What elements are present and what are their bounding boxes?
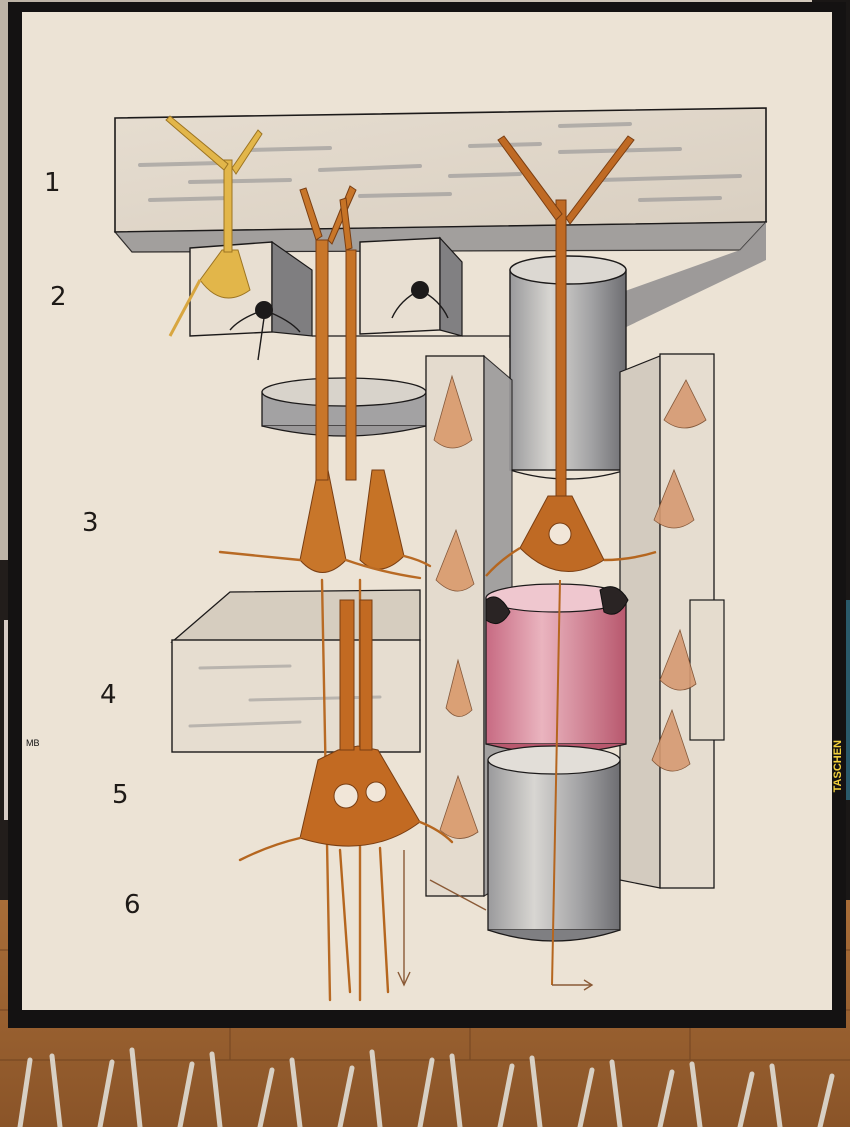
layer-label-6: 6 bbox=[124, 892, 141, 918]
column-cylinder-upper bbox=[510, 256, 626, 479]
disc-slab bbox=[262, 378, 426, 436]
book-spine-taschen: TASCHEN bbox=[832, 740, 844, 792]
layer-label-2: 2 bbox=[50, 284, 67, 310]
layer-label-1: 1 bbox=[44, 170, 61, 196]
small-prism-right bbox=[690, 600, 724, 740]
layer-2-cube-middle bbox=[360, 238, 462, 336]
layer-label-5: 5 bbox=[112, 782, 129, 808]
layer-label-3: 3 bbox=[82, 510, 99, 536]
book-label-left: MB bbox=[26, 738, 40, 748]
layer-4-slab bbox=[172, 590, 420, 752]
layer-label-4: 4 bbox=[100, 682, 117, 708]
